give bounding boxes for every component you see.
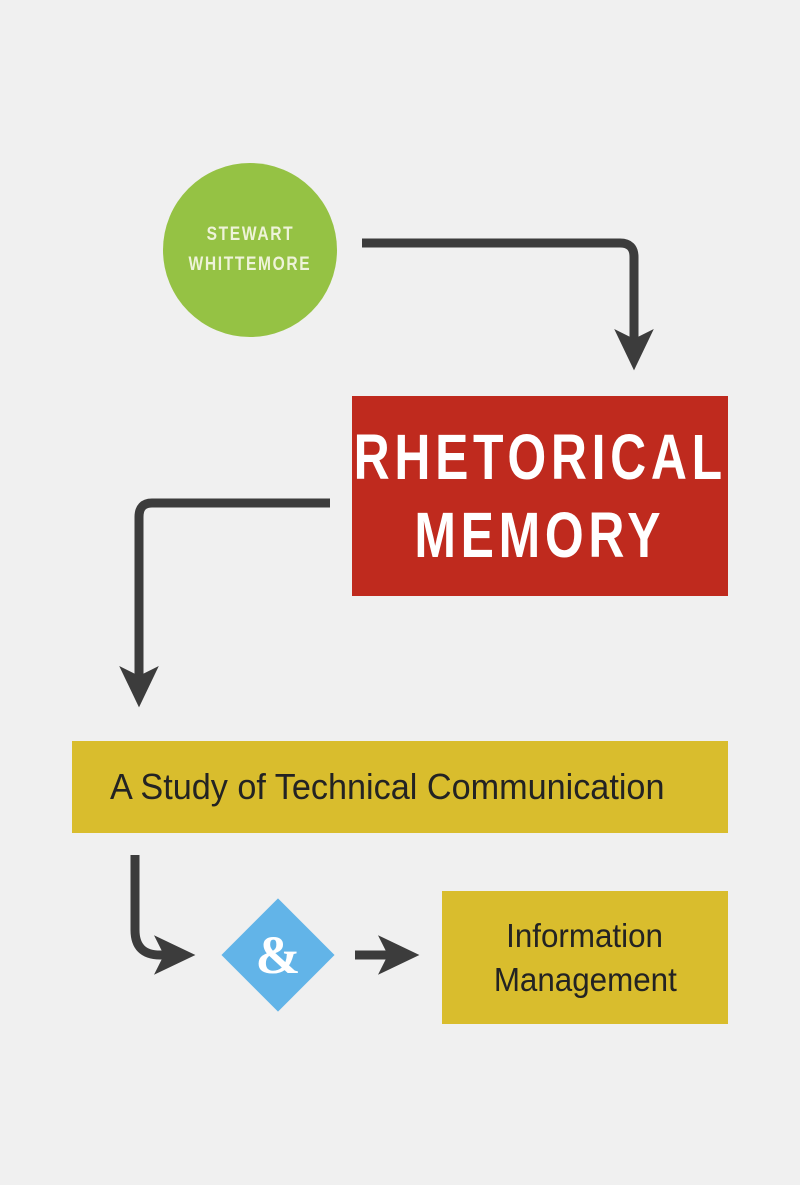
- connector-subtitle-to-ampersand: [130, 855, 196, 975]
- title-block: RHETORICAL MEMORY: [352, 396, 728, 596]
- keyword-line1: Information: [506, 916, 664, 954]
- connector-author-to-title: [362, 238, 654, 371]
- author-badge: STEWART WHITTEMORE: [163, 163, 337, 337]
- keyword-block: Information Management: [442, 891, 728, 1024]
- author-name-line2: WHITTEMORE: [188, 254, 312, 275]
- connector-title-to-subtitle: [119, 498, 330, 708]
- author-name-line1: STEWART: [206, 224, 294, 245]
- ampersand-symbol: &: [255, 925, 301, 985]
- title-line1: RHETORICAL: [353, 421, 727, 493]
- subtitle-block: A Study of Technical Communication: [72, 741, 728, 833]
- ampersand-diamond: &: [221, 898, 335, 1012]
- title-line2: MEMORY: [414, 499, 666, 571]
- keyword-line2: Management: [493, 960, 677, 998]
- subtitle-text: A Study of Technical Communication: [110, 766, 665, 807]
